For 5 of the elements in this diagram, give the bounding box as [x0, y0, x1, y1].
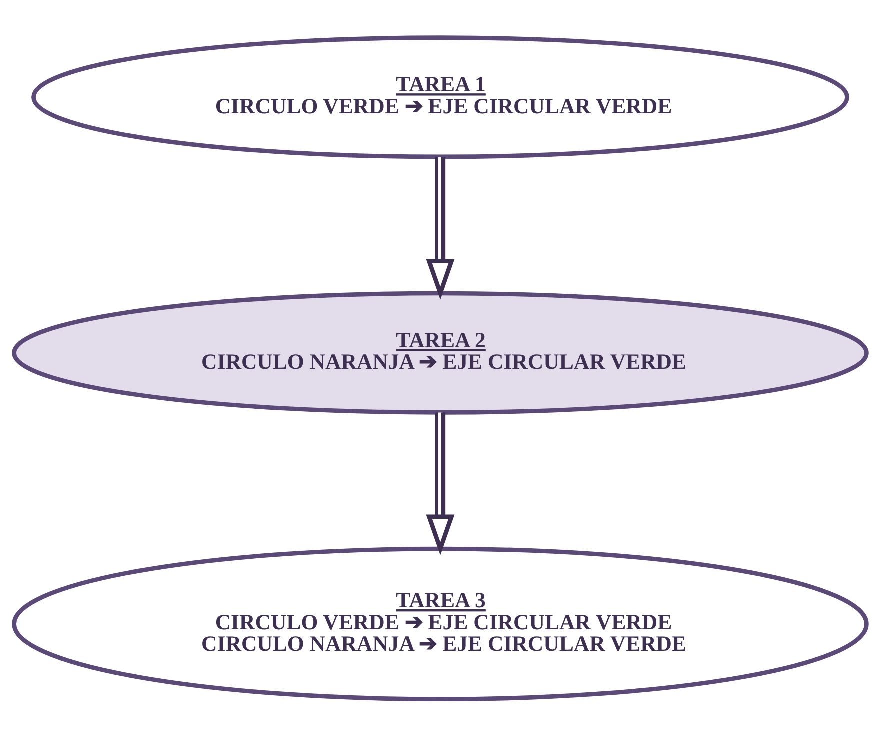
- arrow: [426, 412, 455, 556]
- node-ellipse: TAREA 3 CIRCULO VERDE ➔ EJE CIRCULAR VERDE CIRCULO NARANJA ➔ EJE CIRCULAR VERDE: [12, 546, 869, 702]
- node-ellipse: TAREA 2 CIRCULO NARANJA ➔ EJE CIRCULAR VERDE: [12, 291, 869, 415]
- arrow: [426, 157, 455, 300]
- node-ellipse: TAREA 1 CIRCULO VERDE ➔ EJE CIRCULAR VERDE: [32, 36, 850, 160]
